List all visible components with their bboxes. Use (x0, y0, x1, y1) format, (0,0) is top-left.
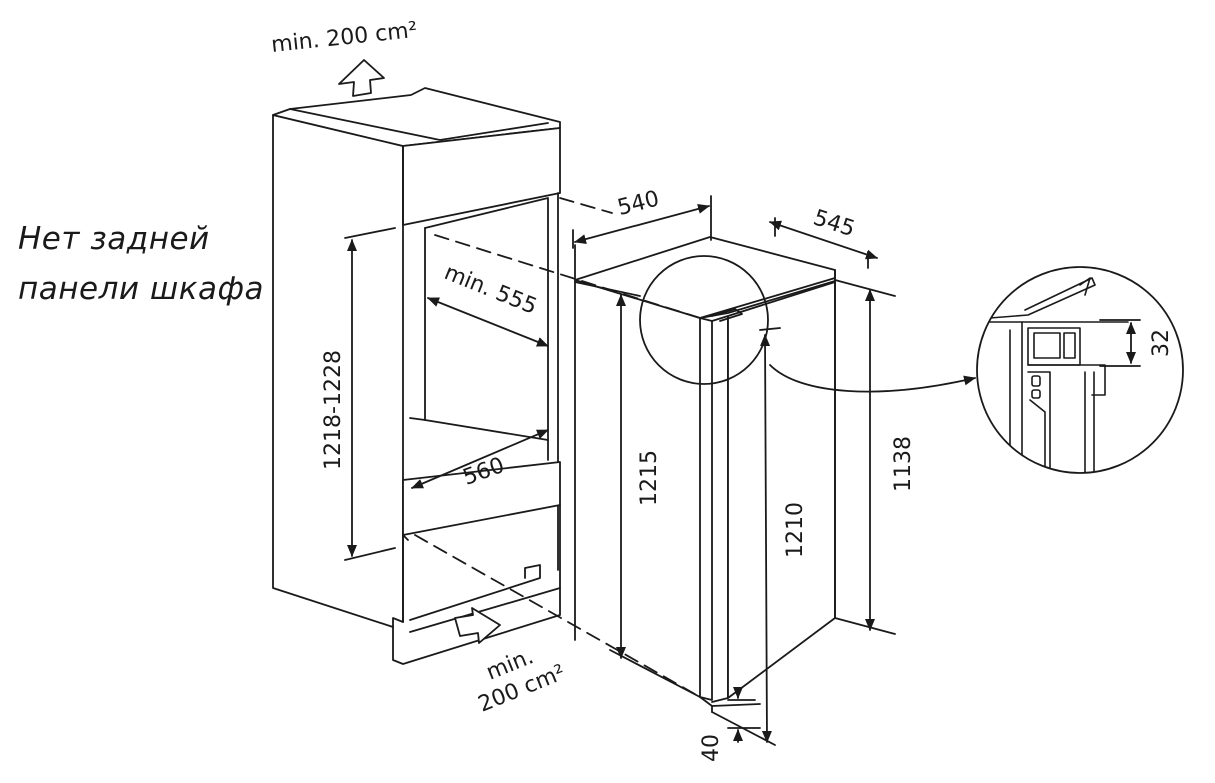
cabinet-top-fascia (402, 127, 561, 226)
note-line-2: панели шкафа (18, 271, 265, 307)
appliance-depth-label: 545 (810, 205, 858, 242)
dim-line-appliance-depth (769, 220, 878, 260)
appliance (574, 236, 836, 713)
detail-connector-arrow (769, 364, 976, 393)
dim-line-door-height (760, 334, 772, 743)
appliance-body-height-label: 1138 (891, 436, 916, 492)
detail-view-circle (976, 266, 1184, 474)
airflow-top-arrow-icon (338, 59, 385, 97)
appliance-total-height-label: 1215 (637, 450, 662, 506)
appliance-bottom-gap-label: 40 (699, 734, 724, 762)
appliance-side (727, 281, 836, 699)
detail-gap-label: 32 (1149, 329, 1174, 357)
airflow-top-label: min. 200 cm² (270, 18, 419, 58)
note-line-1: Нет задней (18, 221, 210, 257)
niche-depth-label: min. 555 (441, 260, 541, 320)
airflow-bottom-arrow-icon (454, 607, 501, 644)
appliance-door (699, 317, 713, 701)
dim-line-niche-depth (427, 297, 549, 347)
appliance-width-label: 540 (615, 186, 662, 220)
no-back-panel-note: Нет задней панели шкафа (18, 214, 264, 314)
niche-height-label: 1218-1228 (321, 350, 346, 470)
detail-view (976, 266, 1184, 474)
dim-line-appliance-width (574, 204, 710, 244)
appliance-door-height-label: 1210 (783, 502, 808, 558)
dim-line-niche-width (411, 429, 549, 489)
cabinet (272, 87, 561, 665)
detail-callout-circle (639, 255, 769, 385)
